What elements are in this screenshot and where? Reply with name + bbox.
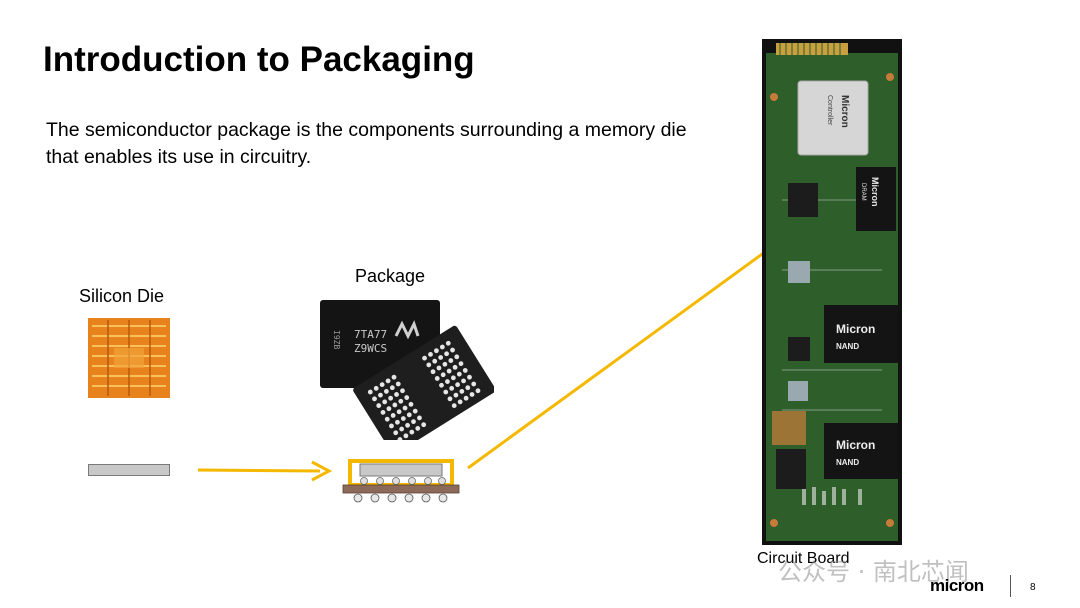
dram-label: DRAM	[860, 183, 866, 201]
package-chips-image: 7TA77 Z9WCS I9ZB	[320, 300, 494, 440]
nand2-brand: Micron	[836, 438, 875, 452]
silicon-die-image	[88, 318, 170, 398]
watermark: 公众号 · 南北芯闻	[778, 558, 969, 586]
dram-brand: Micron	[870, 177, 880, 207]
slide-description: The semiconductor package is the compone…	[46, 119, 687, 168]
nand2-label: NAND	[836, 458, 859, 467]
die-cross-section	[88, 464, 170, 476]
silicon-die-label: Silicon Die	[79, 286, 165, 306]
chip-marking-line1: 7TA77	[354, 328, 387, 341]
arrow-die-to-package	[197, 460, 333, 482]
micron-chip-logo	[394, 320, 420, 340]
micron-footer-logo: micron	[930, 576, 984, 595]
controller-brand: Micron	[839, 95, 850, 128]
page-number: 8	[1030, 582, 1036, 593]
controller-label: Controller	[826, 95, 833, 126]
footer-divider	[1010, 575, 1011, 597]
package-label: Package	[355, 266, 426, 286]
nand1-label: NAND	[836, 342, 859, 351]
chip-marking-side: I9ZB	[332, 330, 341, 349]
package-cross-section	[342, 459, 460, 503]
chip-marking-line2: Z9WCS	[354, 342, 387, 355]
circuit-board-image: Micron Controller Micron DRAM Micron NAN…	[762, 39, 902, 545]
slide-title: Introduction to Packaging	[43, 40, 475, 79]
nand1-brand: Micron	[836, 322, 875, 336]
circuit-board-label: Circuit Board	[757, 550, 850, 567]
